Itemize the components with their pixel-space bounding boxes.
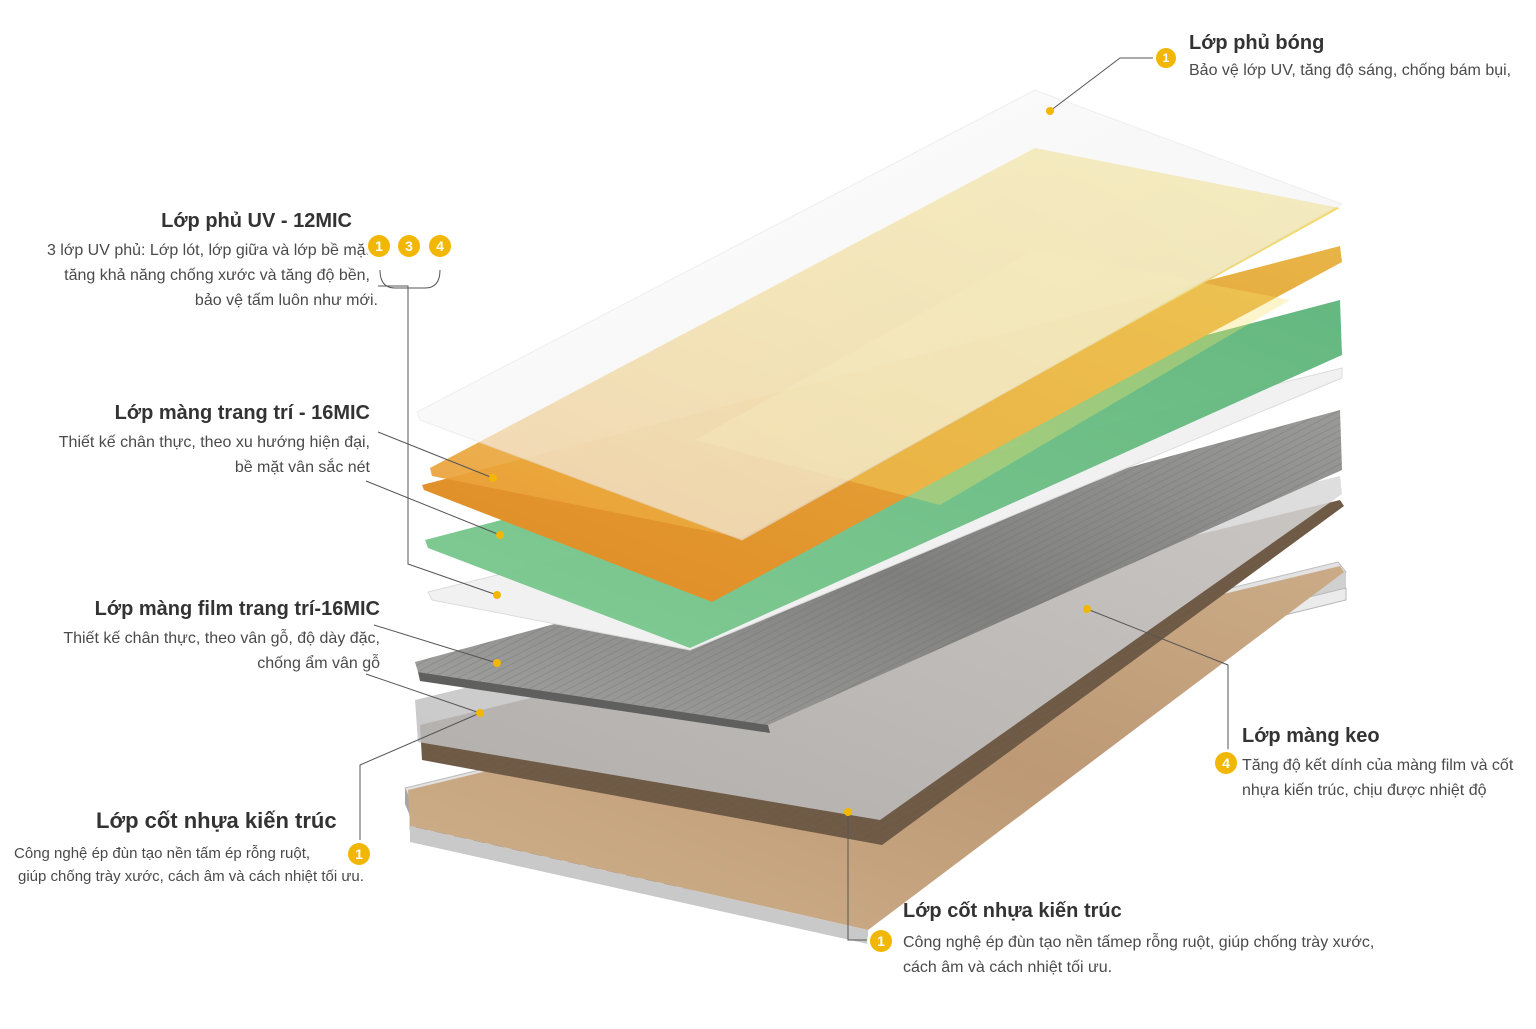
uv-badge-1: 1 [368,235,390,257]
gloss-desc: Bảo vệ lớp UV, tăng độ sáng, chống bám b… [1189,62,1512,79]
glue-desc-line1: Tăng độ kết dính của màng film và cốt [1242,757,1514,774]
anchor-dot [1046,107,1054,115]
uv-title: Lớp phủ UV - 12MIC [161,210,352,232]
core-bottom-desc-line1: Công nghệ ép đùn tạo nền tấmep rỗng ruột… [903,934,1375,951]
leader-lines [359,57,1229,941]
core-bottom-title: Lớp cốt nhựa kiến trúc [903,900,1122,922]
glue-desc-line2: nhựa kiến trúc, chịu được nhiệt độ [1242,781,1487,799]
wood-film-title: Lớp màng film trang trí-16MIC [94,598,380,620]
core-bottom-badge: 1 [870,930,892,952]
anchor-dot [493,659,501,667]
core-left-badge: 1 [348,843,370,865]
uv-desc-line3: bảo vệ tấm luôn như mới. [194,291,378,309]
anchor-dot [493,591,501,599]
anchor-dot [844,808,852,816]
uv-desc-line1: 3 lớp UV phủ: Lớp lót, lớp giữa và lớp b… [46,242,370,259]
core-left-title: Lớp cốt nhựa kiến trúc [96,808,337,833]
gloss-label: Lớp phủ bóng Bảo vệ lớp UV, tăng độ sáng… [1189,32,1511,84]
decor-film-label: Lớp màng trang trí - 16MIC Thiết kế chân… [10,402,370,481]
core-bottom-label: Lớp cốt nhựa kiến trúc Công nghệ ép đùn … [903,900,1463,981]
uv-badge-3: 3 [398,235,420,257]
wood-film-desc-line1: Thiết kế chân thực, theo vân gỗ, độ dày … [63,630,380,647]
core-left-desc-line1: Công nghệ ép đùn tạo nền tấm ép rỗng ruộ… [14,845,311,862]
glue-label: Lớp màng keo Tăng độ kết dính của màng f… [1242,725,1532,804]
glue-badge: 4 [1215,752,1237,774]
anchor-dot [489,474,497,482]
uv-badge-4: 4 [429,235,451,257]
core-left-label: Lớp cốt nhựa kiến trúc Công nghệ ép đùn … [14,808,394,889]
anchor-dots [476,107,1091,816]
anchor-dot [476,709,484,717]
gloss-badge: 1 [1156,48,1176,68]
decor-film-title: Lớp màng trang trí - 16MIC [114,402,370,424]
gloss-title: Lớp phủ bóng [1189,32,1325,54]
decor-film-desc-line2: bề mặt vân sắc nét [234,458,370,476]
uv-label: Lớp phủ UV - 12MIC 3 lớp UV phủ: Lớp lót… [10,210,378,313]
wood-film-label: Lớp màng film trang trí-16MIC Thiết kế c… [10,598,380,677]
core-bottom-desc-line2: cách âm và cách nhiệt tối ưu. [903,958,1113,976]
gloss-layer [416,89,1344,541]
wood-film-desc-line2: chống ẩm vân gỗ [257,654,380,672]
decor-film-desc-line1: Thiết kế chân thực, theo xu hướng hiện đ… [58,434,370,451]
anchor-dot [496,531,504,539]
anchor-dot [1083,605,1091,613]
core-left-desc-line2: giúp chống trày xước, cách âm và cách nh… [18,868,364,886]
uv-desc-line2: tăng khả năng chống xước và tăng độ bền, [64,266,370,284]
glue-title: Lớp màng keo [1242,725,1380,747]
